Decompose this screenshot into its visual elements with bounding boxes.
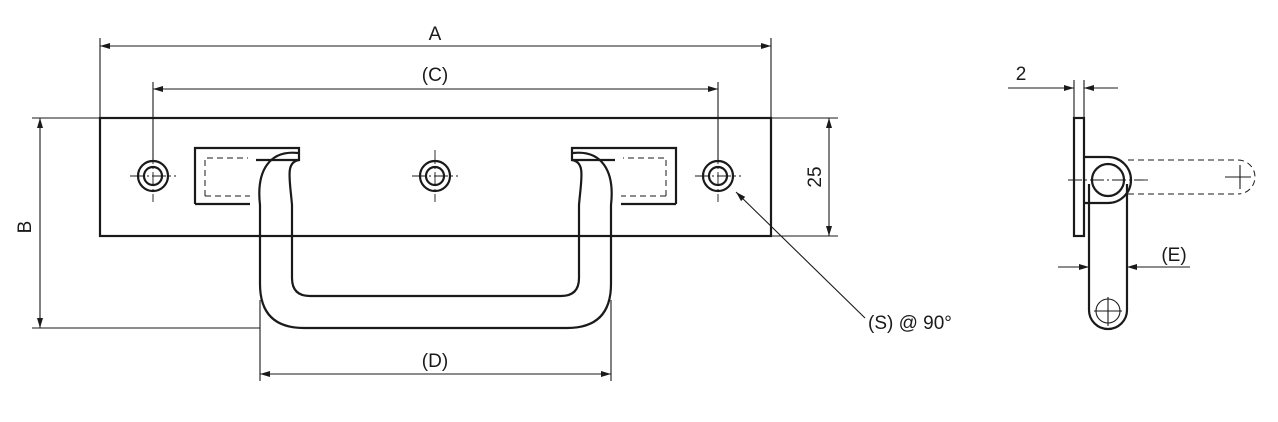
handle-inner (288, 158, 583, 298)
dimension-b-label: B (15, 221, 36, 234)
base-plate (98, 116, 773, 238)
side-handle-phantom (1128, 159, 1256, 195)
dimension-a-label: A (429, 24, 442, 45)
dimension-d: (D) (259, 300, 612, 381)
bracket-right (570, 146, 678, 206)
bracket-left (193, 146, 301, 206)
mounting-hole-left (130, 150, 176, 202)
side-plate (1072, 116, 1086, 238)
side-view: 2 (E) (1008, 64, 1256, 331)
dimension-2-label: 2 (1016, 64, 1027, 85)
dimension-d-label: (D) (422, 351, 448, 372)
dimension-c-label: (C) (422, 65, 448, 86)
dimension-e: (E) (1058, 245, 1190, 270)
dimension-s-label: (S) @ 90° (868, 313, 952, 334)
dimension-e-label: (E) (1161, 245, 1186, 266)
dimension-2: 2 (1008, 64, 1118, 118)
dimension-25-label: 25 (805, 166, 826, 187)
front-view (98, 116, 773, 330)
dimension-a: A (99, 24, 772, 118)
side-handle-body (1087, 184, 1129, 331)
handle-outer (258, 151, 613, 330)
dimension-c: (C) (152, 65, 719, 160)
dimension-25: 25 (771, 117, 838, 237)
leader-s: (S) @ 90° (735, 191, 952, 334)
mounting-hole-center (412, 150, 458, 202)
dimension-b: B (15, 117, 260, 329)
